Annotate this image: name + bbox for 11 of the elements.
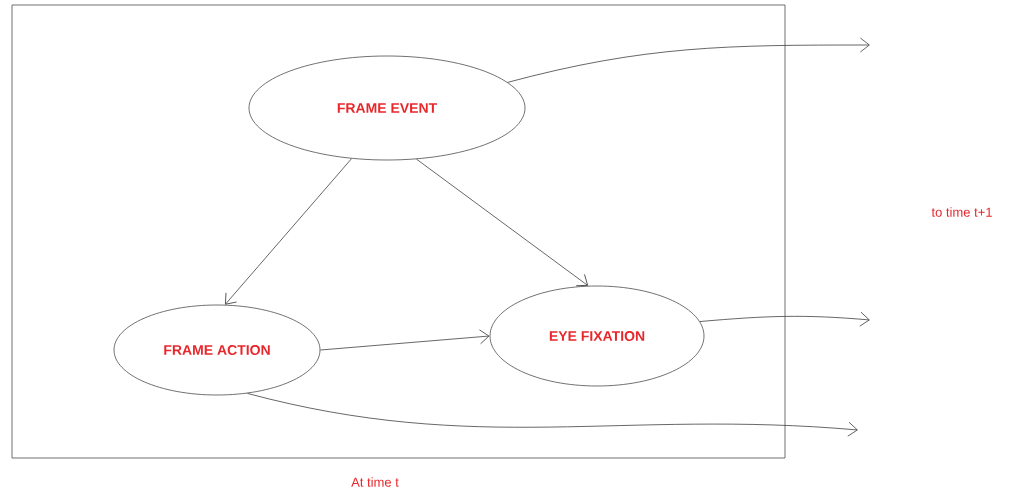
arrow	[225, 158, 352, 305]
arrow	[416, 158, 589, 287]
arrow	[320, 329, 490, 351]
arrow	[507, 37, 870, 83]
note-label: to time t+1	[931, 207, 992, 217]
ellipse-node: FRAME ACTION	[113, 304, 321, 396]
ellipse-node: EYE FIXATION	[489, 285, 705, 387]
arrow	[247, 393, 858, 437]
arrow	[699, 311, 870, 327]
ellipse-node: FRAME EVENT	[248, 55, 526, 161]
frame-caption: At time t	[351, 477, 399, 487]
